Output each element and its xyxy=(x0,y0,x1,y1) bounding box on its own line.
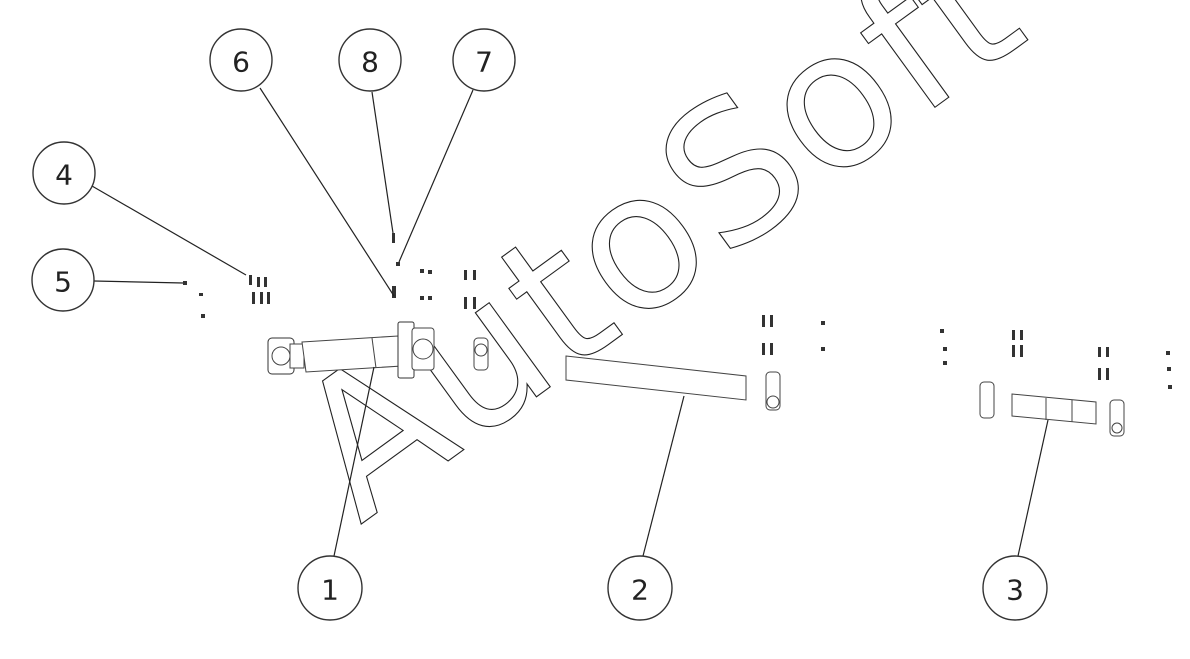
leader-7 xyxy=(398,89,474,263)
leader-6 xyxy=(259,87,395,297)
callout-8: 8 xyxy=(338,28,402,92)
hardware-fasteners xyxy=(183,233,1172,389)
callout-7: 7 xyxy=(452,28,516,92)
leader-2 xyxy=(642,395,685,557)
leader-lines xyxy=(91,87,1049,557)
callout-6: 6 xyxy=(209,28,273,92)
callout-4: 4 xyxy=(32,141,96,205)
leader-5 xyxy=(93,280,184,284)
callout-5-label: 5 xyxy=(54,266,72,299)
part-1-cylinder-assembly xyxy=(267,321,489,379)
leader-4 xyxy=(91,185,247,276)
leader-8 xyxy=(371,91,394,234)
callout-2-label: 2 xyxy=(631,574,649,607)
callout-8-label: 8 xyxy=(361,46,379,79)
callout-2: 2 xyxy=(607,555,673,621)
callout-3: 3 xyxy=(982,555,1048,621)
callout-1-label: 1 xyxy=(321,574,339,607)
callout-6-label: 6 xyxy=(232,46,250,79)
leader-3 xyxy=(1017,419,1049,557)
callout-4-label: 4 xyxy=(55,159,73,192)
callout-1: 1 xyxy=(297,555,363,621)
callout-5: 5 xyxy=(31,248,95,312)
part-3-small-cylinder xyxy=(979,381,1125,437)
leader-1 xyxy=(333,366,375,557)
callout-3-label: 3 xyxy=(1006,574,1024,607)
part-2-bar xyxy=(565,355,781,411)
callout-7-label: 7 xyxy=(475,46,493,79)
